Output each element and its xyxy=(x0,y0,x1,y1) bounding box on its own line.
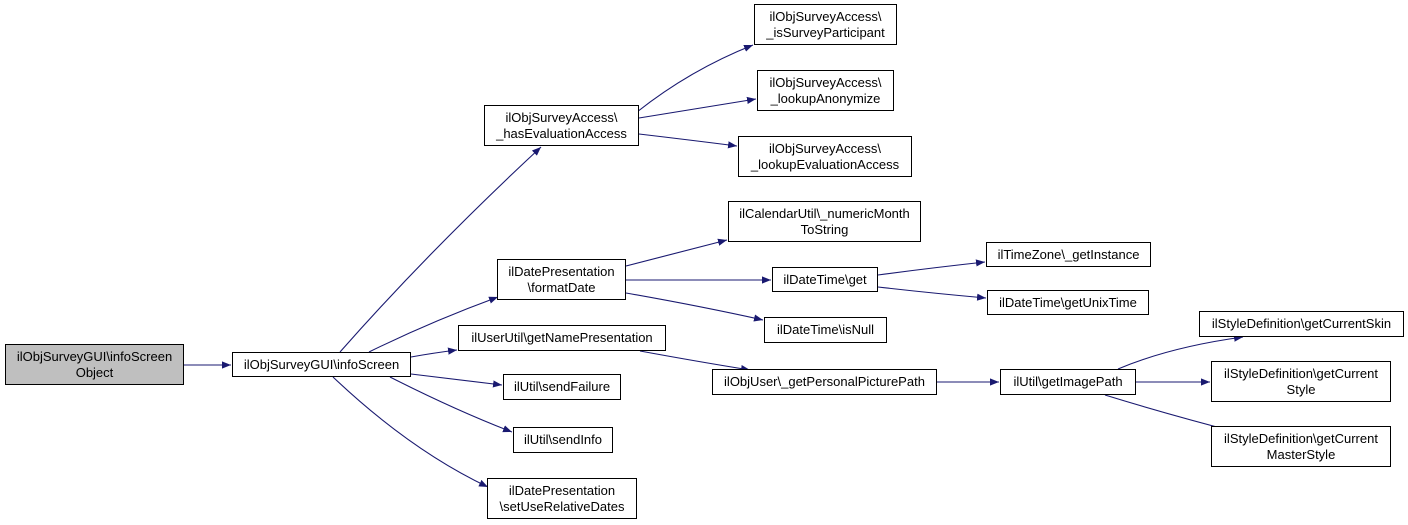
node-infoscreen[interactable]: ilObjSurveyGUI\infoScreen xyxy=(232,352,411,377)
node-label-line: ilObjSurveyAccess\ xyxy=(505,109,618,125)
edge-hasEval-to-isPart xyxy=(636,44,754,113)
node-label-line: ilObjSurveyGUI\infoScreen xyxy=(16,348,173,364)
edge-formatDate-to-numMonth xyxy=(625,238,728,267)
node-datetime-get[interactable]: ilDateTime\get xyxy=(772,267,878,292)
node-label-line: ilUtil\getImagePath xyxy=(1013,374,1123,389)
node-label-line: ilDatePresentation xyxy=(508,263,615,279)
node-label-line: \setUseRelativeDates xyxy=(499,498,625,514)
node-has-evaluation-access[interactable]: ilObjSurveyAccess\ _hasEvaluationAccess xyxy=(484,105,639,146)
node-label-line: Style xyxy=(1286,381,1316,397)
edge-imgPath-to-skin xyxy=(1117,334,1244,370)
node-timezone-get-instance[interactable]: ilTimeZone\_getInstance xyxy=(986,242,1151,267)
node-get-current-master-style[interactable]: ilStyleDefinition\getCurrent MasterStyle xyxy=(1211,426,1391,467)
node-datetime-is-null[interactable]: ilDateTime\isNull xyxy=(764,317,887,343)
node-get-current-style[interactable]: ilStyleDefinition\getCurrent Style xyxy=(1211,361,1391,402)
node-format-date[interactable]: ilDatePresentation \formatDate xyxy=(497,259,626,300)
node-label-line: _hasEvaluationAccess xyxy=(496,125,627,141)
node-label-line: ilDateTime\getUnixTime xyxy=(999,294,1137,310)
edge-info-to-sendInfo xyxy=(389,376,513,433)
node-label-line: ilObjSurveyAccess\ xyxy=(769,74,882,90)
node-label-line: MasterStyle xyxy=(1266,446,1336,462)
edge-formatDate-to-isNull xyxy=(625,292,764,322)
node-label-line: ilCalendarUtil\_numericMonth xyxy=(739,205,910,221)
node-label-line: ilDateTime\isNull xyxy=(776,322,875,337)
edge-info-to-formatDate xyxy=(368,296,499,353)
node-label-line: _isSurveyParticipant xyxy=(766,24,885,40)
node-infoscreen-object[interactable]: ilObjSurveyGUI\infoScreen Object xyxy=(5,344,184,385)
node-label-line: _lookupAnonymize xyxy=(770,90,881,106)
node-label-line: ilStyleDefinition\getCurrent xyxy=(1224,430,1378,446)
node-get-current-skin[interactable]: ilStyleDefinition\getCurrentSkin xyxy=(1199,311,1404,337)
node-label-line: ToString xyxy=(800,221,849,237)
node-label-line: Object xyxy=(75,364,114,380)
node-get-image-path[interactable]: ilUtil\getImagePath xyxy=(1000,369,1136,395)
edge-info-to-relDates xyxy=(332,376,489,488)
node-label-line: ilObjUser\_getPersonalPicturePath xyxy=(724,374,925,389)
node-get-name-presentation[interactable]: ilUserUtil\getNamePresentation xyxy=(458,325,666,351)
edge-dtGet-to-tzInst xyxy=(877,259,986,276)
node-label-line: ilDatePresentation xyxy=(508,482,616,498)
edge-hasEval-to-lookAnon xyxy=(638,96,757,119)
node-label-line: ilUtil\sendInfo xyxy=(523,432,603,447)
node-label-line: ilStyleDefinition\getCurrent xyxy=(1224,365,1378,381)
node-personal-picture-path[interactable]: ilObjUser\_getPersonalPicturePath xyxy=(712,369,937,395)
node-label-line: ilObjSurveyAccess\ xyxy=(769,8,882,24)
node-datetime-get-unix-time[interactable]: ilDateTime\getUnixTime xyxy=(987,290,1149,315)
node-set-use-relative-dates[interactable]: ilDatePresentation \setUseRelativeDates xyxy=(487,478,637,519)
node-is-survey-participant[interactable]: ilObjSurveyAccess\ _isSurveyParticipant xyxy=(754,4,897,45)
node-label-line: ilDateTime\get xyxy=(783,271,867,287)
node-label-line: ilTimeZone\_getInstance xyxy=(997,246,1140,262)
node-lookup-evaluation-access[interactable]: ilObjSurveyAccess\ _lookupEvaluationAcce… xyxy=(738,136,912,177)
edge-info-to-namePres xyxy=(410,347,458,358)
node-lookup-anonymize[interactable]: ilObjSurveyAccess\ _lookupAnonymize xyxy=(757,70,894,111)
edge-info-to-sendFail xyxy=(410,373,503,388)
node-label-line: ilUserUtil\getNamePresentation xyxy=(471,330,653,345)
edge-hasEval-to-lookEval xyxy=(638,133,738,149)
edge-dtGet-to-unixTime xyxy=(877,286,987,301)
node-label-line: ilObjSurveyGUI\infoScreen xyxy=(243,356,400,372)
node-label-line: _lookupEvaluationAccess xyxy=(750,156,900,172)
edge-info-to-hasEval xyxy=(339,146,542,353)
node-label-line: \formatDate xyxy=(527,279,596,295)
node-label-line: ilUtil\sendFailure xyxy=(513,379,611,394)
node-label-line: ilObjSurveyAccess\ xyxy=(769,140,881,156)
node-numeric-month-to-string[interactable]: ilCalendarUtil\_numericMonth ToString xyxy=(728,201,921,242)
node-send-failure[interactable]: ilUtil\sendFailure xyxy=(503,374,621,400)
edge-namePres-to-picPath xyxy=(639,350,751,373)
node-label-line: ilStyleDefinition\getCurrentSkin xyxy=(1211,316,1392,331)
node-send-info[interactable]: ilUtil\sendInfo xyxy=(513,427,613,453)
